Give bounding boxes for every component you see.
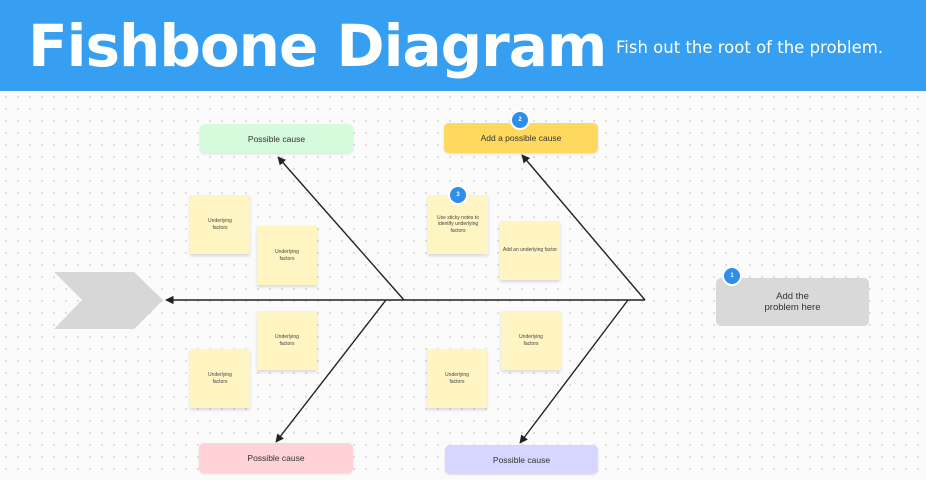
cause-label-bottom-left: Possible cause (247, 453, 305, 463)
bone-bottom-right (519, 299, 629, 444)
sticky-note-text: Underlying factors (275, 249, 299, 262)
step-badge-3: 3 (448, 185, 468, 205)
fish-tail-chevron (54, 272, 163, 329)
sticky-note-text: Underlying factors (208, 218, 232, 231)
sticky-note-br-1[interactable]: Underlying factors (501, 311, 561, 370)
sticky-note-tl-1[interactable]: Underlying factors (190, 195, 250, 254)
step-badge-2: 2 (510, 110, 530, 130)
bone-top-right (521, 154, 646, 301)
sticky-note-br-2[interactable]: Underlying factors (427, 349, 487, 408)
sticky-note-bl-1[interactable]: Underlying factors (257, 311, 317, 370)
step-badge-1: 1 (722, 266, 742, 286)
sticky-note-text: Underlying factors (519, 334, 543, 347)
sticky-note-text: Use sticky notes to identify underlying … (437, 214, 479, 234)
problem-label: Add the problem here (764, 291, 821, 313)
sticky-note-tr-2[interactable]: Add an underlying factor (500, 221, 560, 280)
problem-box[interactable]: Add the problem here (716, 278, 869, 326)
bone-bottom-left (275, 299, 387, 443)
sticky-note-tl-2[interactable]: Underlying factors (257, 226, 317, 285)
page-title: Fishbone Diagram (28, 12, 607, 80)
cause-label-bottom-right: Possible cause (492, 454, 551, 465)
cause-label-top-left: Possible cause (247, 133, 306, 144)
sticky-note-bl-2[interactable]: Underlying factors (190, 349, 250, 408)
sticky-note-text: Underlying factors (445, 372, 469, 385)
sticky-note-text: Add an underlying factor (502, 247, 558, 254)
cause-box-top-left[interactable]: Possible cause (200, 124, 353, 153)
cause-label-top-right: Add a possible cause (480, 133, 562, 143)
sticky-note-text: Underlying factors (275, 334, 299, 347)
header-banner: Fishbone Diagram Fish out the root of th… (0, 0, 926, 91)
cause-box-bottom-left[interactable]: Possible cause (199, 443, 353, 473)
sticky-note-text: Underlying factors (208, 372, 232, 385)
page-subtitle: Fish out the root of the problem. (616, 38, 884, 57)
bone-top-left (277, 156, 405, 301)
cause-box-bottom-right[interactable]: Possible cause (445, 445, 598, 474)
